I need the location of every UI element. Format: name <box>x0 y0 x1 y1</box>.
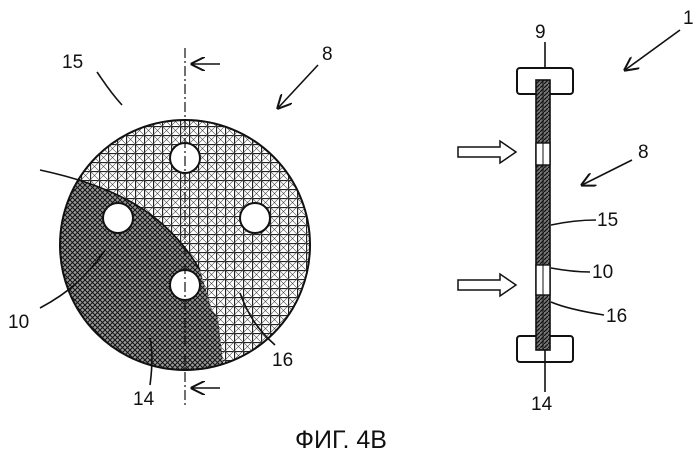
section-view: 9 1 8 15 10 16 14 <box>458 8 694 415</box>
leader-10r <box>551 268 590 272</box>
leader-8r-arrow <box>582 160 632 185</box>
label-10: 10 <box>8 312 29 333</box>
label-8: 8 <box>322 44 333 65</box>
label-14-right: 14 <box>531 394 553 415</box>
label-10-right: 10 <box>592 262 613 283</box>
label-14: 14 <box>133 389 155 410</box>
leader-16r <box>551 302 604 315</box>
leader-15r <box>551 220 596 225</box>
leader-8-arrow <box>278 65 318 108</box>
label-15: 15 <box>62 52 83 73</box>
hole-left <box>103 203 133 233</box>
label-9: 9 <box>535 22 546 43</box>
label-16-right: 16 <box>606 306 627 327</box>
label-16: 16 <box>272 350 293 371</box>
leader-1-arrow <box>625 30 680 70</box>
label-15-right: 15 <box>597 210 618 231</box>
label-8-right: 8 <box>638 142 649 163</box>
flow-arrow-lower <box>458 274 516 296</box>
hole-right <box>240 203 270 233</box>
front-view: 15 8 10 14 16 <box>8 44 333 410</box>
label-1: 1 <box>683 8 694 29</box>
figure-caption: ФИГ. 4В <box>295 426 387 454</box>
leader-15 <box>97 72 122 105</box>
flow-arrow-upper <box>458 141 516 163</box>
